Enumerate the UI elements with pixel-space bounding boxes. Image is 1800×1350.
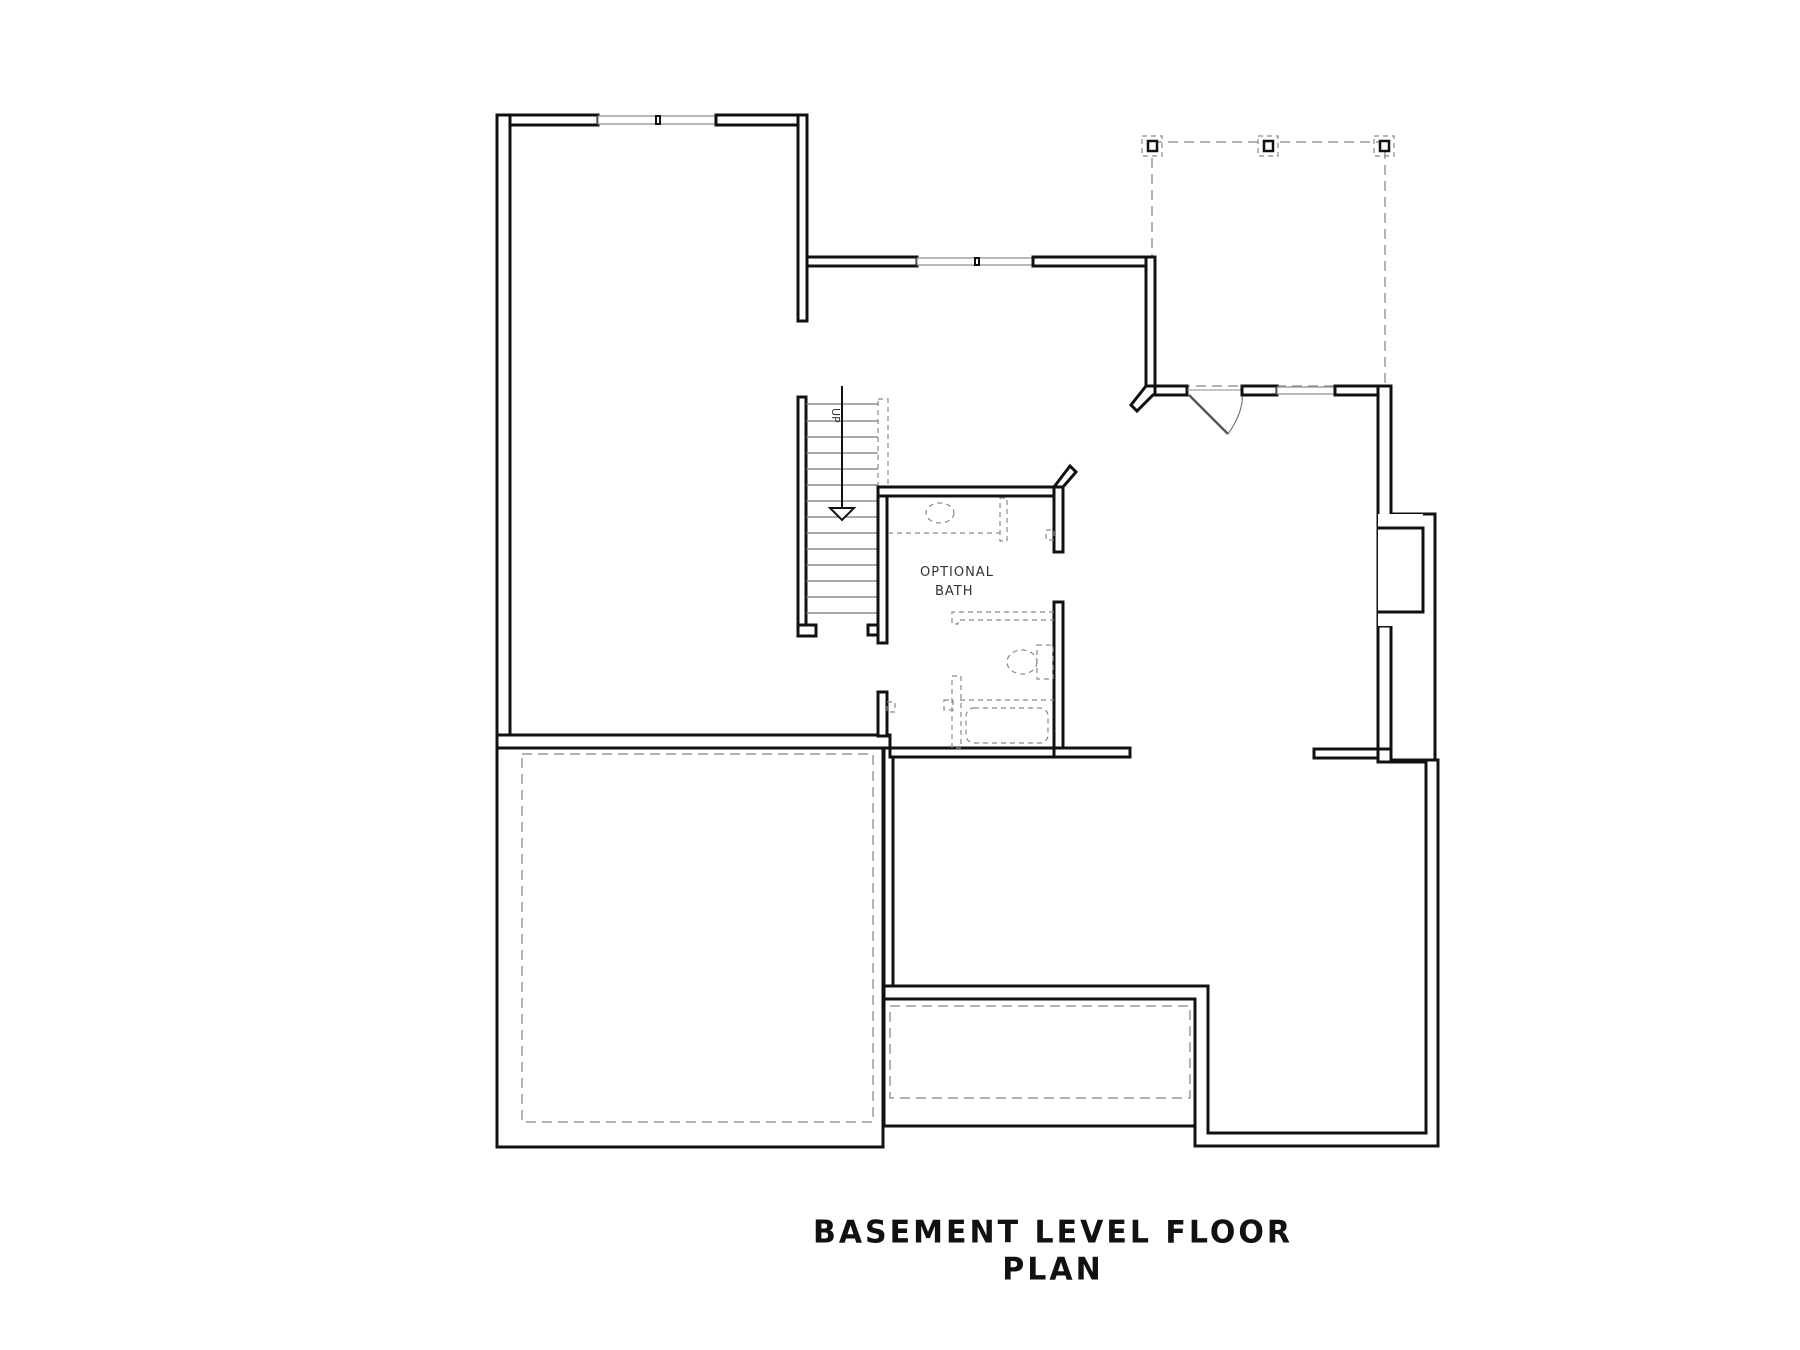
- plan-title: BASEMENT LEVEL FLOOR PLAN: [812, 1214, 1294, 1288]
- patio-post-1: [1146, 139, 1159, 153]
- patio-post-3: [1378, 139, 1391, 153]
- garage: [495, 746, 885, 1149]
- bath-label-line1: OPTIONAL: [920, 565, 994, 580]
- bathtub-icon: [965, 707, 1049, 744]
- toilet-icon: [1006, 649, 1038, 675]
- lower-porch: [882, 997, 1197, 1128]
- patio-post-2: [1262, 139, 1275, 153]
- main-walls: [495, 113, 1440, 1148]
- sink-icon: [925, 502, 955, 524]
- patio-door[interactable]: [1187, 389, 1244, 435]
- window-patio: [1276, 386, 1336, 395]
- optional-bath: OPTIONAL BATH: [876, 463, 1132, 759]
- stair-arrow-head: [827, 507, 857, 522]
- covered-patio: [1141, 135, 1395, 387]
- bath-label-line2: BATH: [935, 584, 974, 599]
- stair: UP: [796, 386, 889, 638]
- stair-up-label: UP: [829, 408, 842, 423]
